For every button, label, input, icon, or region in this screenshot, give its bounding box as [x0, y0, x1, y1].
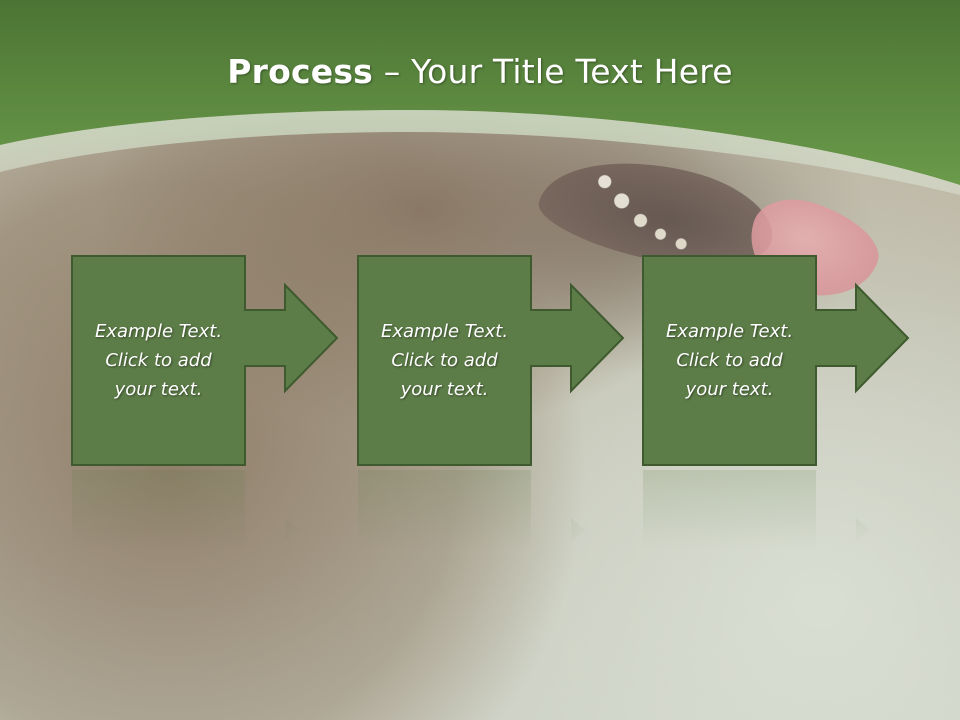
process-step-1[interactable]: Example Text. Click to add your text. [71, 255, 341, 471]
header-band [0, 0, 960, 195]
header-green-shape [0, 0, 960, 185]
process-step-3[interactable]: Example Text. Click to add your text. [642, 255, 912, 471]
step-reflection-2 [358, 470, 585, 550]
step-shape-3 [642, 255, 910, 466]
step-text-2: Example Text. Click to add your text. [380, 320, 509, 400]
step-text-3: Example Text. Click to add your text. [665, 320, 794, 400]
step-text-1: Example Text. Click to add your text. [94, 320, 223, 400]
slide-title[interactable]: Process – Your Title Text Here [0, 52, 960, 91]
header-light-swoosh [0, 110, 960, 195]
step-shape-1 [71, 255, 339, 466]
step-shape-2 [357, 255, 625, 466]
title-rest-part: – Your Title Text Here [373, 52, 733, 91]
step-reflection-3 [643, 470, 870, 550]
step-reflection-1 [72, 470, 299, 550]
title-bold-part: Process [227, 52, 374, 91]
process-step-2[interactable]: Example Text. Click to add your text. [357, 255, 627, 471]
